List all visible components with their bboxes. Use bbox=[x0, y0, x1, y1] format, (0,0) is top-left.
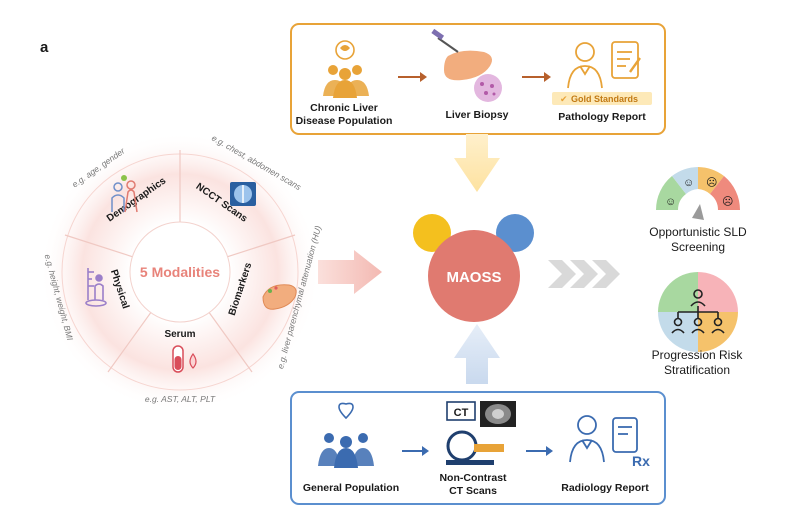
step-chronic-liver-2: Disease Population bbox=[296, 115, 393, 127]
segment-serum: Serum bbox=[164, 329, 195, 340]
top-box: Chronic Liver Disease Population Liver B… bbox=[290, 23, 666, 135]
step-ncct-1: Non-Contrast bbox=[439, 472, 507, 484]
pathologist-icon bbox=[567, 42, 603, 89]
general-population-icon bbox=[318, 402, 374, 468]
step-ncct-2: CT Scans bbox=[449, 485, 497, 497]
step-chronic-liver-1: Chronic Liver bbox=[310, 102, 378, 114]
output-chevrons bbox=[548, 260, 620, 288]
neutral-face-icon: ☺ bbox=[683, 177, 694, 189]
check-icon: ✔ bbox=[560, 94, 568, 104]
risk-tree-icon bbox=[658, 272, 738, 352]
blood-tube-icon bbox=[172, 345, 197, 373]
top-arrow-1 bbox=[398, 72, 427, 82]
ct-scanner-icon: CT bbox=[446, 401, 516, 465]
output-screening-1: Opportunistic SLD bbox=[649, 225, 747, 239]
output-risk-1: Progression Risk bbox=[652, 348, 744, 362]
top-arrow-2 bbox=[522, 72, 551, 82]
people-icon bbox=[111, 175, 138, 213]
modalities-wheel: 5 Modalities Demographics NCCT Scans Bio… bbox=[40, 132, 323, 412]
bottom-up-arrow bbox=[454, 324, 500, 384]
ct-xray-icon bbox=[230, 182, 256, 206]
maoss-label: MAOSS bbox=[446, 269, 501, 286]
maoss-model: MAOSS bbox=[413, 214, 534, 322]
smile-face-icon: ☺ bbox=[665, 196, 676, 208]
radiologist-icon bbox=[569, 415, 605, 463]
report-icon bbox=[611, 41, 641, 79]
modalities-center-label: 5 Modalities bbox=[140, 264, 220, 280]
screening-gauge-icon: ☺ ☺ ☹ ☹ bbox=[656, 167, 741, 220]
gold-standard-label: Gold Standards bbox=[571, 94, 638, 104]
step-general-population: General Population bbox=[303, 482, 399, 494]
bottom-arrow-1 bbox=[402, 446, 429, 456]
liver-biopsy-icon bbox=[431, 28, 502, 102]
bottom-arrow-2 bbox=[526, 446, 553, 456]
step-radiology-report: Radiology Report bbox=[561, 482, 649, 494]
output-risk-2: Stratification bbox=[664, 363, 730, 377]
sad-face-icon: ☹ bbox=[706, 177, 717, 189]
bottom-box: General Population CT Non-Contrast CT Sc… bbox=[290, 391, 666, 505]
example-serum: e.g. AST, ALT, PLT bbox=[145, 394, 216, 404]
rx-symbol: Rx bbox=[632, 453, 650, 469]
prescription-icon bbox=[612, 417, 638, 453]
height-scale-icon bbox=[85, 268, 107, 307]
panel-label: a bbox=[40, 39, 49, 56]
output-screening-2: Screening bbox=[671, 240, 725, 254]
ct-tag: CT bbox=[454, 407, 469, 419]
top-down-arrow bbox=[454, 134, 500, 192]
step-liver-biopsy: Liver Biopsy bbox=[445, 109, 508, 121]
input-arrow bbox=[318, 250, 382, 294]
angry-face-icon: ☹ bbox=[722, 196, 733, 208]
step-pathology-report: Pathology Report bbox=[558, 111, 646, 123]
gold-standard-badge bbox=[552, 92, 652, 105]
liver-population-icon bbox=[323, 40, 369, 98]
liver-icon bbox=[262, 284, 297, 310]
